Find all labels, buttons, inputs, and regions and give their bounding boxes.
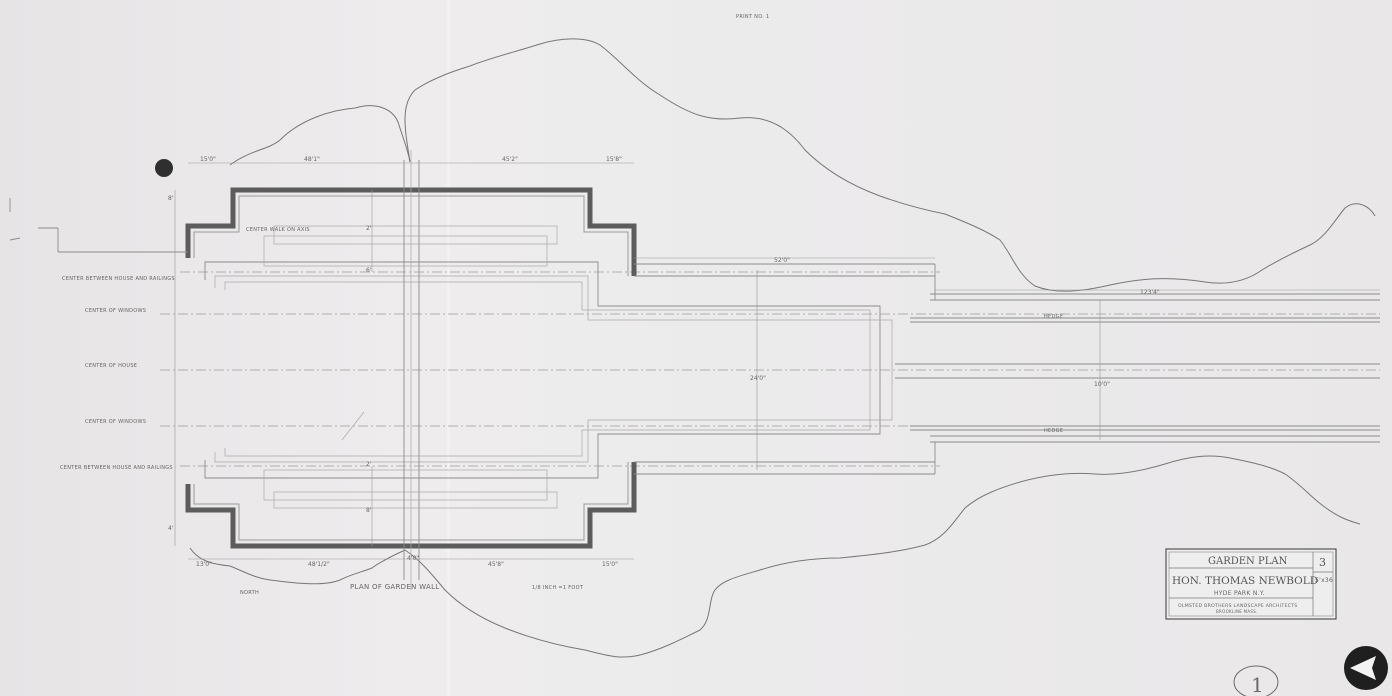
centerline-label-upper-window: CENTER OF WINDOWS — [85, 308, 146, 314]
north-note: NORTH — [240, 590, 259, 596]
dim-vert-1: 8' — [168, 195, 174, 202]
dim-run-far: 123'4" — [1140, 289, 1160, 296]
dim-top-mid-right: 45'2" — [502, 156, 518, 163]
dim-vert-4: 2' — [366, 461, 372, 468]
title-block: GARDEN PLAN HON. THOMAS NEWBOLD HYDE PAR… — [1165, 548, 1337, 620]
north-arrow-icon — [1344, 646, 1388, 690]
title-block-drawing-number: 3 — [1319, 556, 1326, 569]
scale-note: 1/8 INCH =1 FOOT — [532, 585, 584, 591]
dim-top-left: 15'0" — [200, 156, 216, 163]
label-hedge-top: HEDGE — [1044, 314, 1063, 320]
centerline-label-bottom-between: CENTER BETWEEN HOUSE AND RAILINGS — [60, 465, 173, 471]
title-block-file-number: 5'x36 — [1315, 577, 1333, 584]
dim-vert-2: 2' — [366, 225, 372, 232]
title-block-location: HYDE PARK N.Y. — [1214, 590, 1265, 597]
title-block-client: HON. THOMAS NEWBOLD — [1172, 575, 1318, 587]
title-block-firm: OLMSTED BROTHERS LANDSCAPE ARCHITECTS — [1178, 603, 1298, 609]
dim-bottom-mid-right: 45'8" — [488, 561, 504, 568]
sheet-number: 1 — [1251, 673, 1264, 696]
sheet-fold-line — [447, 0, 450, 696]
tree-mass-upper-main — [404, 38, 1376, 292]
label-center-walk: CENTER WALK ON AXIS — [246, 227, 310, 233]
plan-title: PLAN OF GARDEN WALL — [350, 583, 439, 591]
tree-mass-lower-main — [404, 455, 1361, 658]
dim-top-right: 15'8" — [606, 156, 622, 163]
dim-vert-6: 4' — [168, 525, 174, 532]
sheet-number-circle — [1233, 665, 1279, 696]
label-hedge-bottom: HEDGE — [1044, 428, 1063, 434]
dim-vert-3: 6' — [366, 267, 372, 274]
dim-bottom-left: 13'0" — [196, 561, 212, 568]
dim-bottom-mid-left: 48'1/2" — [308, 561, 330, 568]
title-block-firm-address: BROOKLINE MASS. — [1216, 609, 1258, 614]
tree-mass-lower-left — [189, 547, 406, 585]
dim-run-upper: 52'0" — [774, 257, 790, 264]
centerline-label-house: CENTER OF HOUSE — [85, 363, 137, 369]
dim-vert-5: 8' — [366, 507, 372, 514]
dim-span-outer: 10'0" — [1094, 381, 1110, 388]
dim-bottom-right: 15'0" — [602, 561, 618, 568]
top-note: PRINT NO. 1 — [736, 14, 769, 20]
centerline-label-lower-window: CENTER OF WINDOWS — [85, 419, 146, 425]
dim-top-mid-left: 48'1" — [304, 156, 320, 163]
dim-bottom-center: 4'0" — [407, 555, 419, 562]
survey-marker-dot — [155, 159, 173, 177]
centerline-label-top-between: CENTER BETWEEN HOUSE AND RAILINGS — [62, 276, 175, 282]
dim-span-inner: 24'0" — [750, 375, 766, 382]
tree-mass-upper-left — [229, 105, 411, 166]
title-block-title: GARDEN PLAN — [1208, 556, 1288, 567]
